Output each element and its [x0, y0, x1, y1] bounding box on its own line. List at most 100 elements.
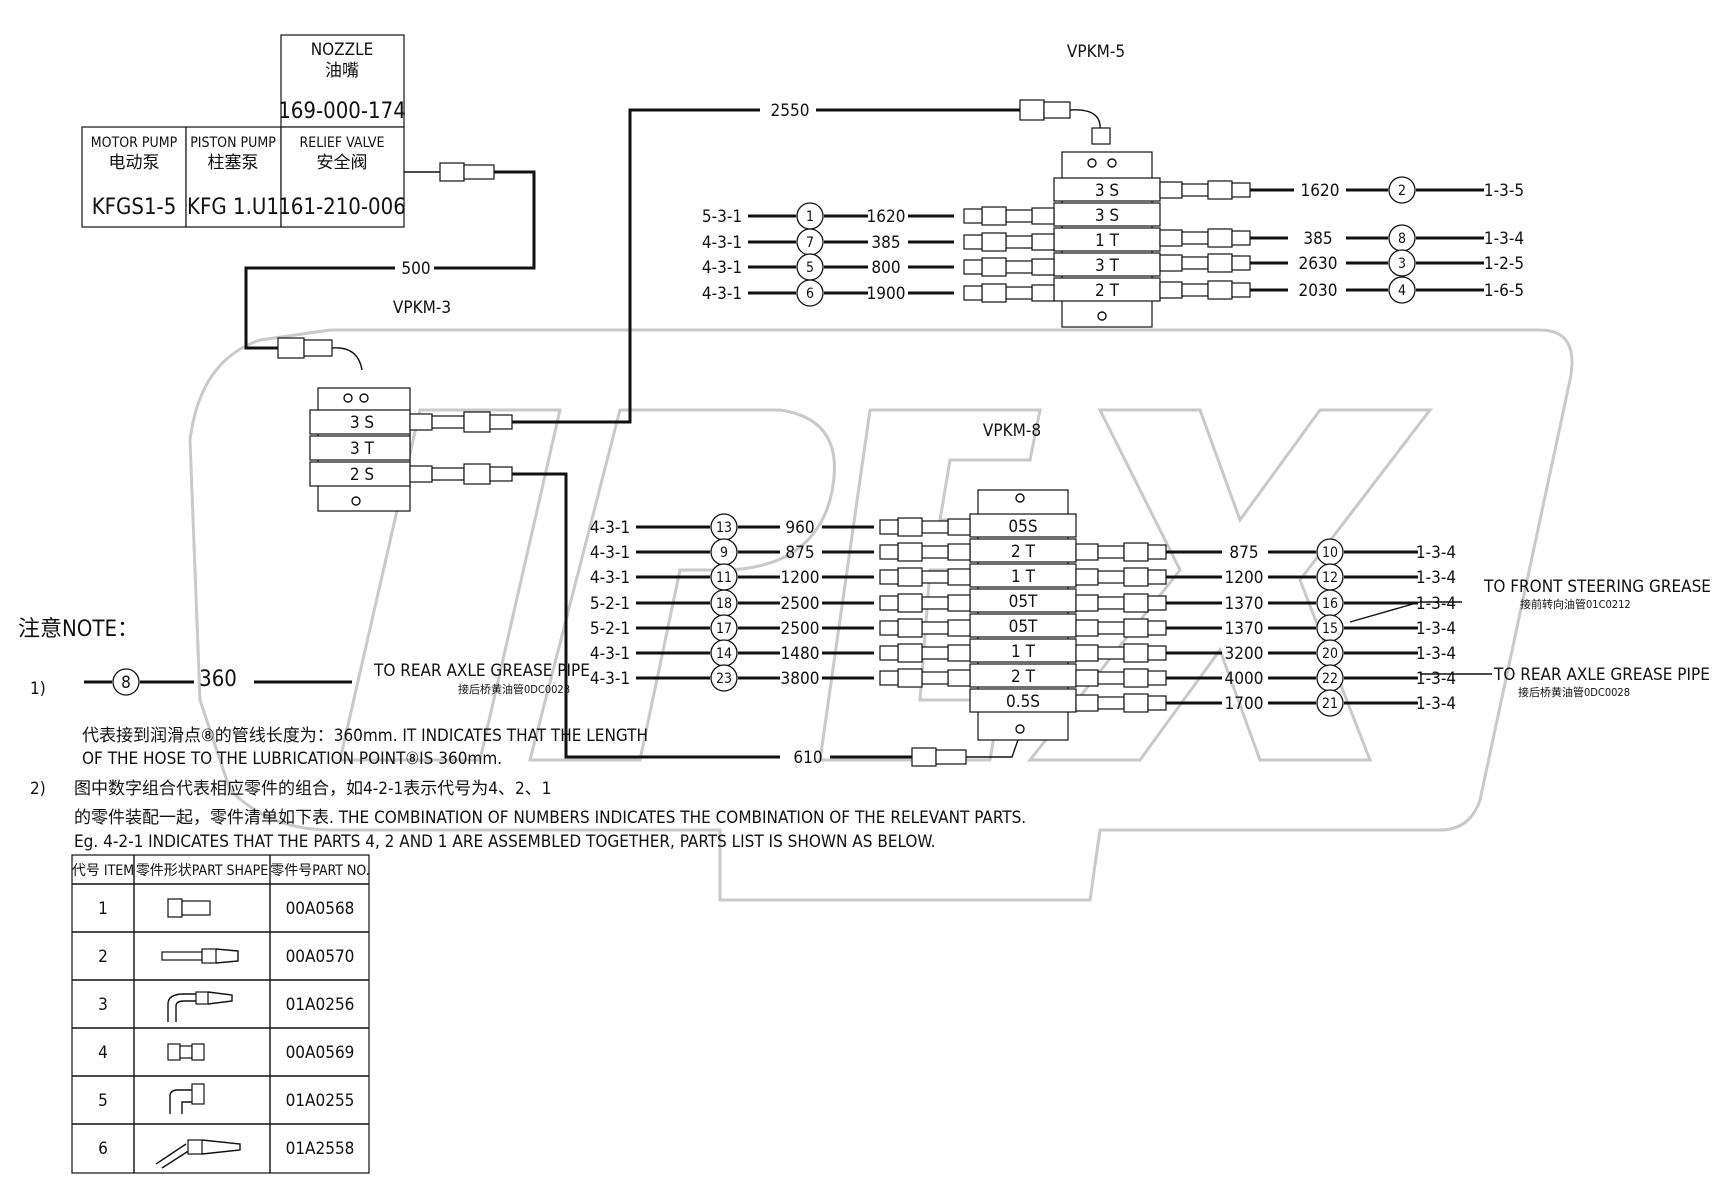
vpkm8-right-length-5: 3200	[1225, 644, 1264, 664]
note-2-number: 2)	[30, 779, 46, 799]
vpkm8-section-8: 0.5S	[1006, 692, 1040, 712]
note-1-number: 1)	[30, 679, 46, 699]
vpkm8-right-item-1: 10	[1322, 545, 1338, 561]
vpkm8-left-item-5: 17	[716, 621, 732, 637]
vpkm8-section-7: 2 T	[1011, 667, 1036, 687]
vpkm3-section-3: 2 S	[350, 465, 374, 485]
parts-row-partno-6: 01A2558	[286, 1139, 355, 1159]
vpkm8-section-3: 1 T	[1011, 567, 1036, 587]
vpkm5-right-item-3: 4	[1398, 283, 1406, 299]
piston-pump-en: PISTON PUMP	[190, 135, 276, 151]
vpkm8-left-length-5: 2500	[781, 619, 820, 639]
vpkm3-title: VPKM-3	[393, 298, 451, 318]
note-1-item-circle	[112, 668, 140, 696]
rear-axle-sub-left: 接后桥黄油管0DC0028	[458, 682, 570, 696]
vpkm8-left-length-1: 960	[785, 518, 814, 538]
vpkm8-right-item-6: 22	[1322, 671, 1338, 687]
vpkm5-section-5: 2 T	[1095, 281, 1120, 301]
motor-pump-en: MOTOR PUMP	[91, 135, 178, 151]
vpkm8-section-6: 1 T	[1011, 642, 1036, 662]
vpkm8-right-code-5: 1-3-4	[1416, 644, 1456, 664]
vpkm5-right-length-3: 2030	[1299, 281, 1338, 301]
note-2-line1: 图中数字组合代表相应零件的组合，如4-2-1表示代号为4、2、1	[74, 779, 551, 799]
vpkm5-right-item-2-circle	[1388, 249, 1416, 277]
vpkm5-right-code-3: 1-6-5	[1484, 281, 1524, 301]
vpkm8-left-item-3: 11	[716, 570, 732, 586]
parts-row-partno-3: 01A0256	[286, 995, 355, 1015]
rear-axle-label-left: TO REAR AXLE GREASE PIPE	[373, 661, 590, 681]
vpkm8-right-length-7: 1700	[1225, 694, 1264, 714]
front-steering-sub: 接前转向油管01C0212	[1520, 597, 1631, 611]
nozzle-cn: 油嘴	[325, 61, 359, 81]
vpkm5-left-length-1: 1620	[867, 207, 906, 227]
vpkm5-section-3: 1 T	[1095, 231, 1120, 251]
vpkm5-section-1: 3 S	[1095, 181, 1119, 201]
vpkm5-left-code-2: 4-3-1	[702, 233, 742, 253]
part-shape-angled-hose-end-icon	[155, 1139, 241, 1169]
vpkm8-right-length-2: 1200	[1225, 568, 1264, 588]
vpkm5-right-top-length: 1620	[1301, 181, 1340, 201]
vpkm8-right-item-7: 21	[1322, 696, 1338, 712]
vpkm5-right-top-item: 2	[1398, 183, 1406, 199]
pipe-length-610: 610	[793, 748, 822, 768]
vpkm8-left-item-2: 9	[720, 545, 728, 561]
relief-valve-part: 161-210-006	[278, 195, 406, 220]
vpkm5-right-code-2: 1-2-5	[1484, 254, 1524, 274]
vpkm5-left-item-2: 7	[806, 235, 814, 251]
parts-row-partno-2: 00A0570	[286, 947, 355, 967]
notes: 注意NOTE： 1) 8 360 代表接到润滑点⑧的管线长度为：360mm. I…	[18, 617, 1026, 852]
note-1-line1: 代表接到润滑点⑧的管线长度为：360mm. IT INDICATES THAT …	[82, 726, 648, 746]
vpkm8-left-length-6: 1480	[781, 644, 820, 664]
front-steering-label: TO FRONT STEERING GREASE PIPE	[1483, 577, 1716, 597]
vpkm3-block: VPKM-3 3 S 3 T 2 S	[309, 108, 780, 759]
watermark-logo	[188, 328, 1574, 902]
part-shape-elbow-fitting-icon	[169, 1083, 205, 1114]
note-2-line2: 的零件装配一起，零件清单如下表. THE COMBINATION OF NUMB…	[74, 808, 1026, 828]
vpkm8-left-code-1: 4-3-1	[590, 518, 630, 538]
vpkm5-right-code-1: 1-3-4	[1484, 229, 1524, 249]
pipe-2550: 2550	[771, 99, 1111, 145]
vpkm8-left-item-7: 23	[716, 671, 732, 687]
vpkm8-left-item-4: 18	[716, 596, 732, 612]
pipe-length-2550: 2550	[771, 101, 810, 121]
vpkm5-section-2: 3 S	[1095, 206, 1119, 226]
vpkm8-left-length-3: 1200	[781, 568, 820, 588]
vpkm8-right-length-6: 4000	[1225, 669, 1264, 689]
vpkm5-left-code-4: 4-3-1	[702, 284, 742, 304]
part-shape-fitting-union-icon	[167, 1043, 205, 1061]
vpkm8-section-5: 05T	[1009, 617, 1038, 637]
vpkm5-left-item-1: 1	[806, 209, 814, 225]
vpkm8-left-code-3: 4-3-1	[590, 568, 630, 588]
vpkm5-right-top-item-circle	[1388, 176, 1416, 204]
vpkm8-left-item-6: 14	[716, 646, 732, 662]
vpkm5-right-length-1: 385	[1303, 229, 1332, 249]
piston-pump-part: KFG 1.U1	[187, 195, 279, 220]
vpkm8-section-4: 05T	[1009, 592, 1038, 612]
rear-axle-sub-right: 接后桥黄油管0DC0028	[1518, 685, 1630, 699]
vpkm5-title: VPKM-5	[1067, 42, 1125, 62]
vpkm8-right-code-1: 1-3-4	[1416, 543, 1456, 563]
note-heading: 注意NOTE：	[18, 617, 139, 642]
vpkm3-section-1: 3 S	[350, 413, 374, 433]
rear-axle-annotation-left: TO REAR AXLE GREASE PIPE 接后桥黄油管0DC0028	[373, 661, 590, 696]
parts-row-item-3: 3	[98, 995, 108, 1015]
vpkm8-section-2: 2 T	[1011, 542, 1036, 562]
parts-row-partno-5: 01A0255	[286, 1091, 355, 1111]
note-1-line2: OF THE HOSE TO THE LUBRICATION POINT⑧IS …	[82, 749, 502, 769]
vpkm8-right-length-3: 1370	[1225, 594, 1264, 614]
parts-header-item: 代号 ITEM	[72, 863, 134, 879]
vpkm5-left-length-4: 1900	[867, 284, 906, 304]
vpkm8-right-code-2: 1-3-4	[1416, 568, 1456, 588]
motor-pump-cn: 电动泵	[109, 153, 160, 173]
vpkm5-left-code-3: 4-3-1	[702, 258, 742, 278]
rear-axle-label-right: TO REAR AXLE GREASE PIPE	[1493, 665, 1710, 685]
parts-row-partno-1: 00A0568	[286, 899, 355, 919]
vpkm8-right-code-7: 1-3-4	[1416, 694, 1456, 714]
vpkm8-left-code-7: 4-3-1	[590, 669, 630, 689]
vpkm5-right-item-2: 3	[1398, 256, 1406, 272]
vpkm5-right-item-3-circle	[1388, 276, 1416, 304]
